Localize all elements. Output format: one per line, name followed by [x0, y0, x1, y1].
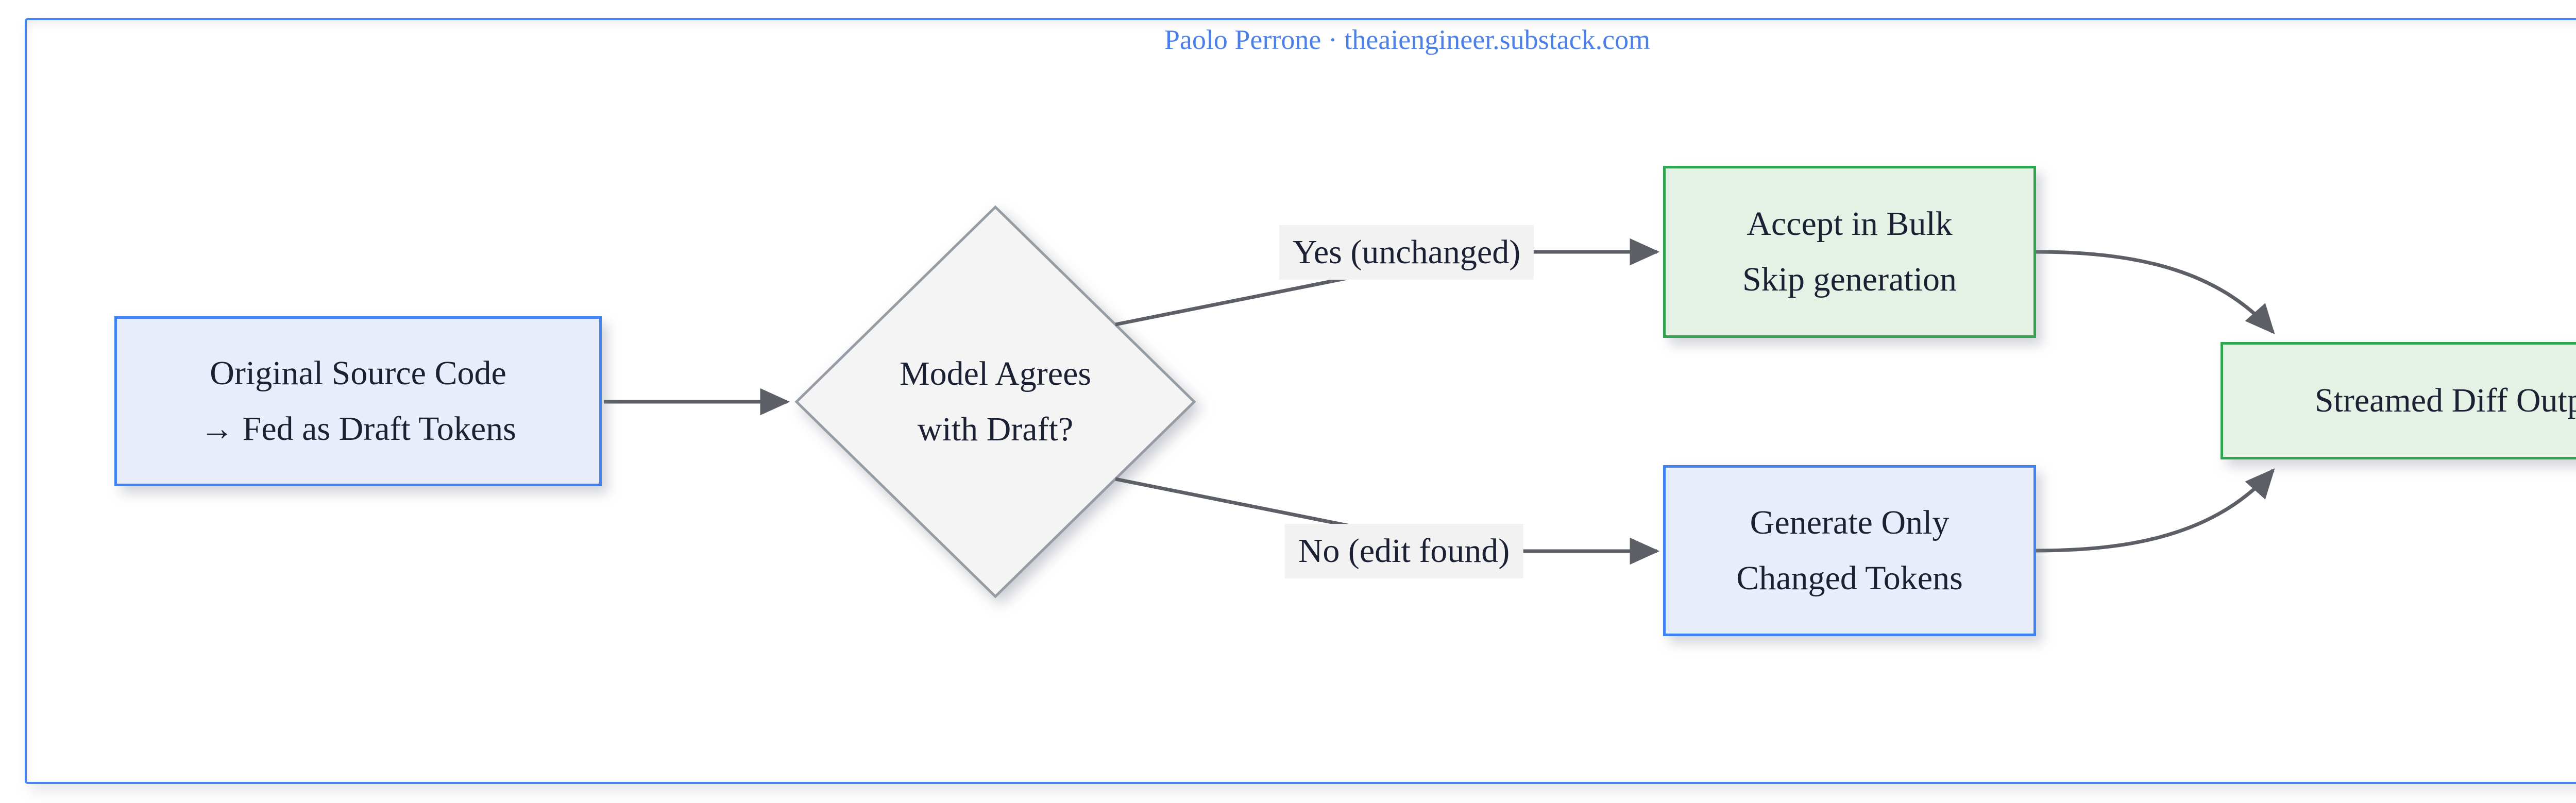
- node-line: Skip generation: [1742, 261, 1957, 298]
- decision-diamond-shape: [794, 205, 1196, 599]
- edge-decision-to-no-label: [1115, 477, 1363, 531]
- node-model-agrees-with-draft: Model Agrees with Draft?: [900, 346, 1091, 457]
- attribution-text: Paolo Perrone · theaiengineer.substack.c…: [1164, 24, 1651, 55]
- edge-decision-to-yes-label: [1115, 273, 1363, 327]
- node-line: Model Agrees: [899, 355, 1092, 392]
- edge-label-no-edit-found: No (edit found): [1284, 524, 1523, 578]
- node-line: Streamed Diff Output: [2314, 382, 2576, 419]
- edge-label-yes-unchanged: Yes (unchanged): [1279, 225, 1534, 280]
- edge-generate-to-output: [2036, 468, 2275, 553]
- node-streamed-diff-output: Streamed Diff Output: [2221, 342, 2576, 459]
- node-accept-in-bulk: Accept in Bulk Skip generation: [1663, 166, 2036, 338]
- node-original-source-code: Original Source Code → Fed as Draft Toke…: [114, 316, 602, 486]
- node-line: with Draft?: [917, 411, 1074, 448]
- node-line: → Fed as Draft Tokens: [200, 410, 516, 448]
- node-line: Generate Only: [1750, 504, 1950, 541]
- node-generate-only-changed-tokens: Generate Only Changed Tokens: [1663, 465, 2036, 636]
- node-line: Original Source Code: [210, 354, 506, 392]
- node-line: Changed Tokens: [1736, 559, 1963, 597]
- edge-accept-to-output: [2036, 250, 2275, 334]
- outer-border-frame: [25, 18, 2576, 784]
- node-line: Accept in Bulk: [1747, 205, 1953, 243]
